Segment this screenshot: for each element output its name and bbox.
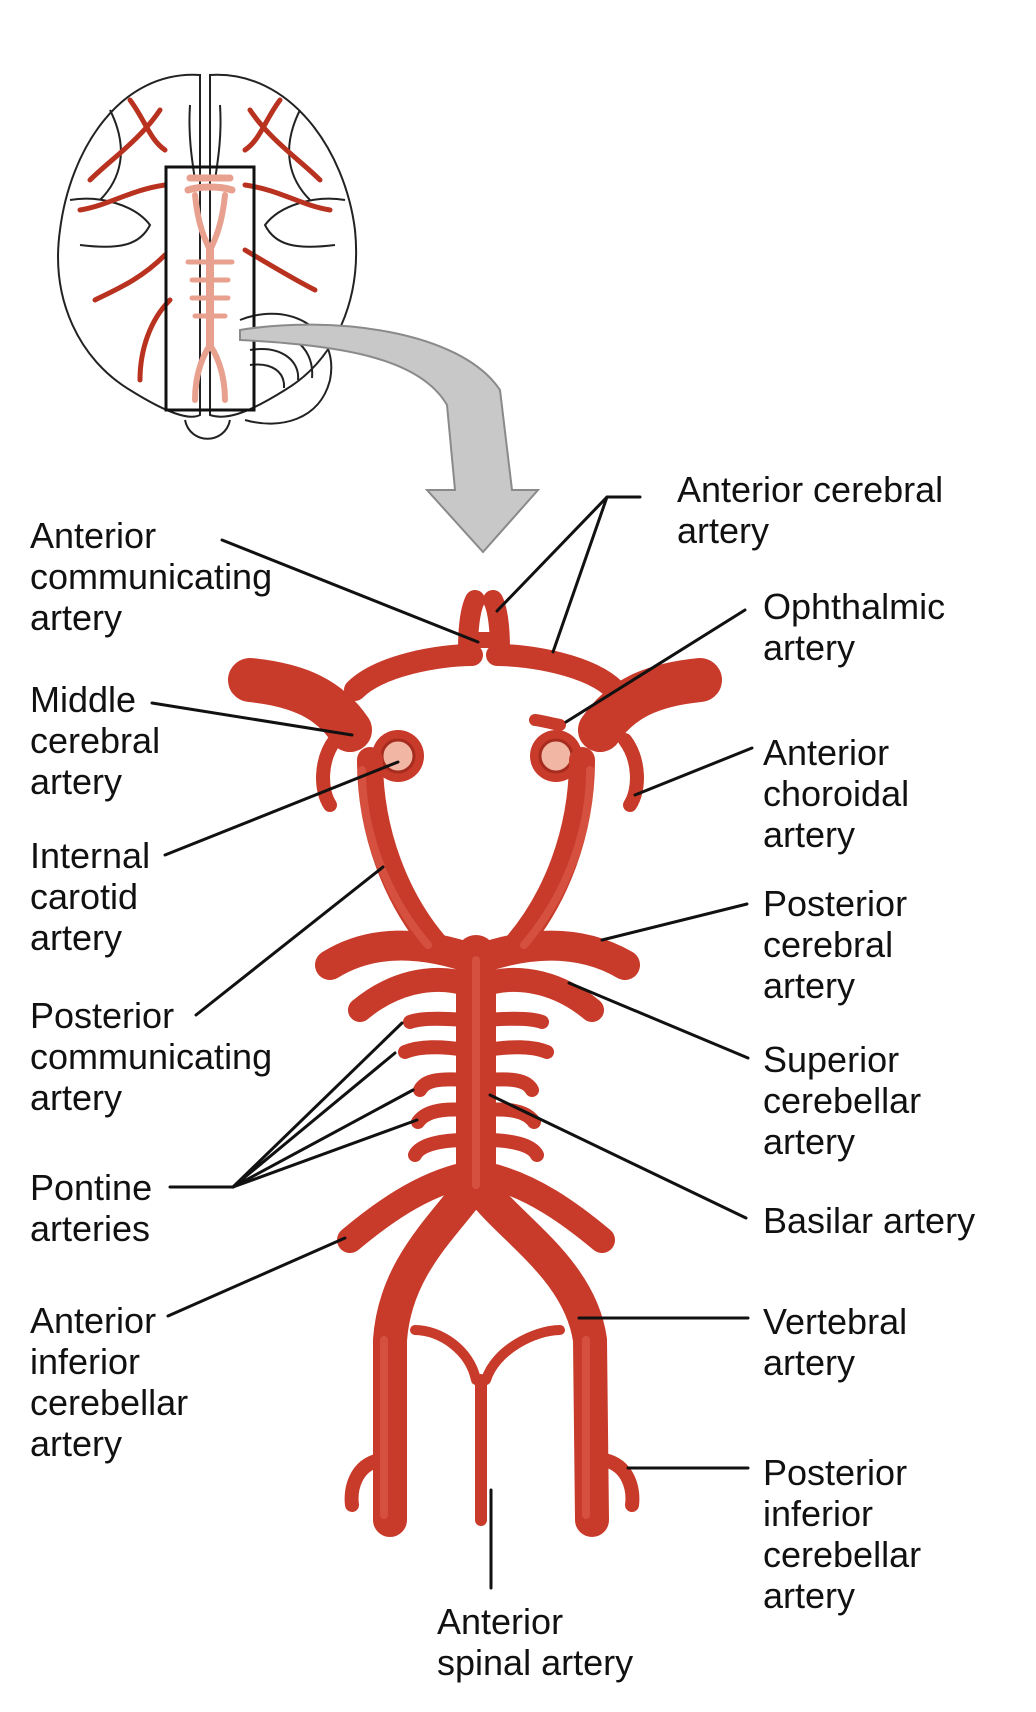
label-anterior-communicating-artery: Anterior communicating artery [30, 515, 282, 638]
label-anterior-spinal-artery: Anterior spinal artery [437, 1601, 633, 1683]
zoom-arrow [239, 323, 541, 554]
label-anterior-cerebral-artery: Anterior cerebral artery [677, 469, 953, 551]
label-posterior-cerebral-artery: Posterior cerebral artery [763, 883, 917, 1006]
label-posterior-communicating-artery: Posterior communicating artery [30, 995, 282, 1118]
mini-circle-of-willis [184, 174, 236, 403]
label-anterior-inferior-cerebellar-artery: Anterior inferior cerebellar artery [30, 1300, 198, 1464]
leader-lines [150, 495, 754, 1590]
arterial-circle [228, 590, 722, 1537]
label-ophthalmic-artery: Ophthalmic artery [763, 586, 955, 668]
label-pontine-arteries: Pontine arteries [30, 1167, 162, 1249]
label-anterior-choroidal-artery: Anterior choroidal artery [763, 732, 919, 855]
label-middle-cerebral-artery: Middle cerebral artery [30, 679, 170, 802]
label-superior-cerebellar-artery: Superior cerebellar artery [763, 1039, 931, 1162]
brain-inferior-view [57, 73, 357, 440]
zoom-box [164, 165, 256, 412]
label-vertebral-artery: Vertebral artery [763, 1301, 917, 1383]
label-internal-carotid-artery: Internal carotid artery [30, 835, 160, 958]
label-basilar-artery: Basilar artery [763, 1200, 975, 1241]
label-posterior-inferior-cerebellar-artery: Posterior inferior cerebellar artery [763, 1452, 931, 1616]
